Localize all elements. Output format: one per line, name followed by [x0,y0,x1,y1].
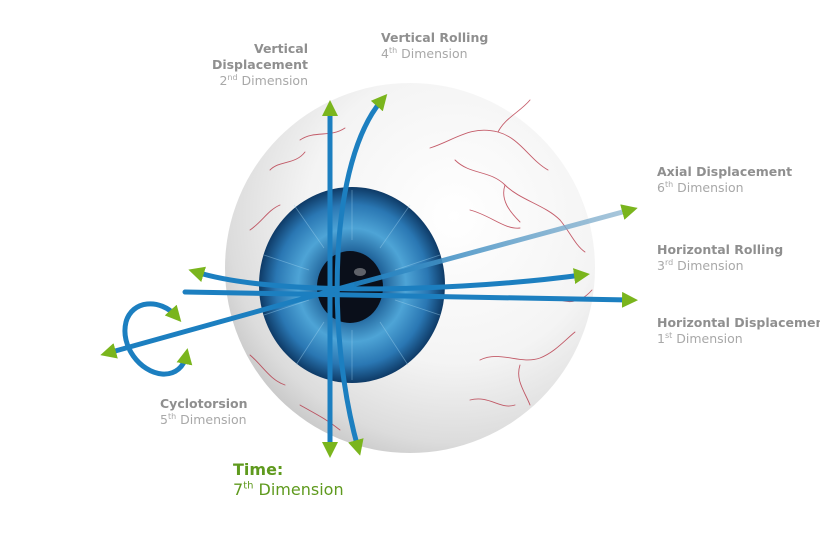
label-title: Time: [233,460,284,479]
label-horizontal-rolling: Horizontal Rolling 3rd Dimension [657,242,783,274]
label-dimension: 7th Dimension [233,480,344,499]
label-dimension: 6th Dimension [657,179,744,195]
label-title: Cyclotorsion [160,396,248,411]
label-title: Horizontal Displacement [657,315,820,330]
label-title: Horizontal Rolling [657,242,784,257]
label-dimension: 4th Dimension [381,45,468,61]
axis-vertical-rolling [334,93,388,456]
label-title: Axial Displacement [657,164,793,179]
label-time: Time: 7th Dimension [233,460,344,500]
label-vertical-displacement: Vertical Displacement 2nd Dimension [180,41,308,89]
label-cyclotorsion: Cyclotorsion 5th Dimension [160,396,248,428]
label-dimension: 2nd Dimension [219,72,308,88]
label-vertical-rolling: Vertical Rolling 4th Dimension [381,30,488,62]
label-axial-displacement: Axial Displacement 6th Dimension [657,164,792,196]
label-title: Vertical Rolling [381,30,489,45]
axis-horizontal-displacement [182,289,638,308]
label-title: Displacement [211,57,308,72]
label-dimension: 5th Dimension [160,411,247,427]
label-dimension: 3rd Dimension [657,257,744,273]
label-horizontal-displacement: Horizontal Displacement 1st Dimension [657,315,820,347]
axis-cyclotorsion [100,282,355,359]
axes [100,93,638,459]
label-dimension: 1st Dimension [657,330,743,346]
cyclotorsion-rotation-arrow [122,301,193,377]
label-title: Vertical [253,41,308,56]
